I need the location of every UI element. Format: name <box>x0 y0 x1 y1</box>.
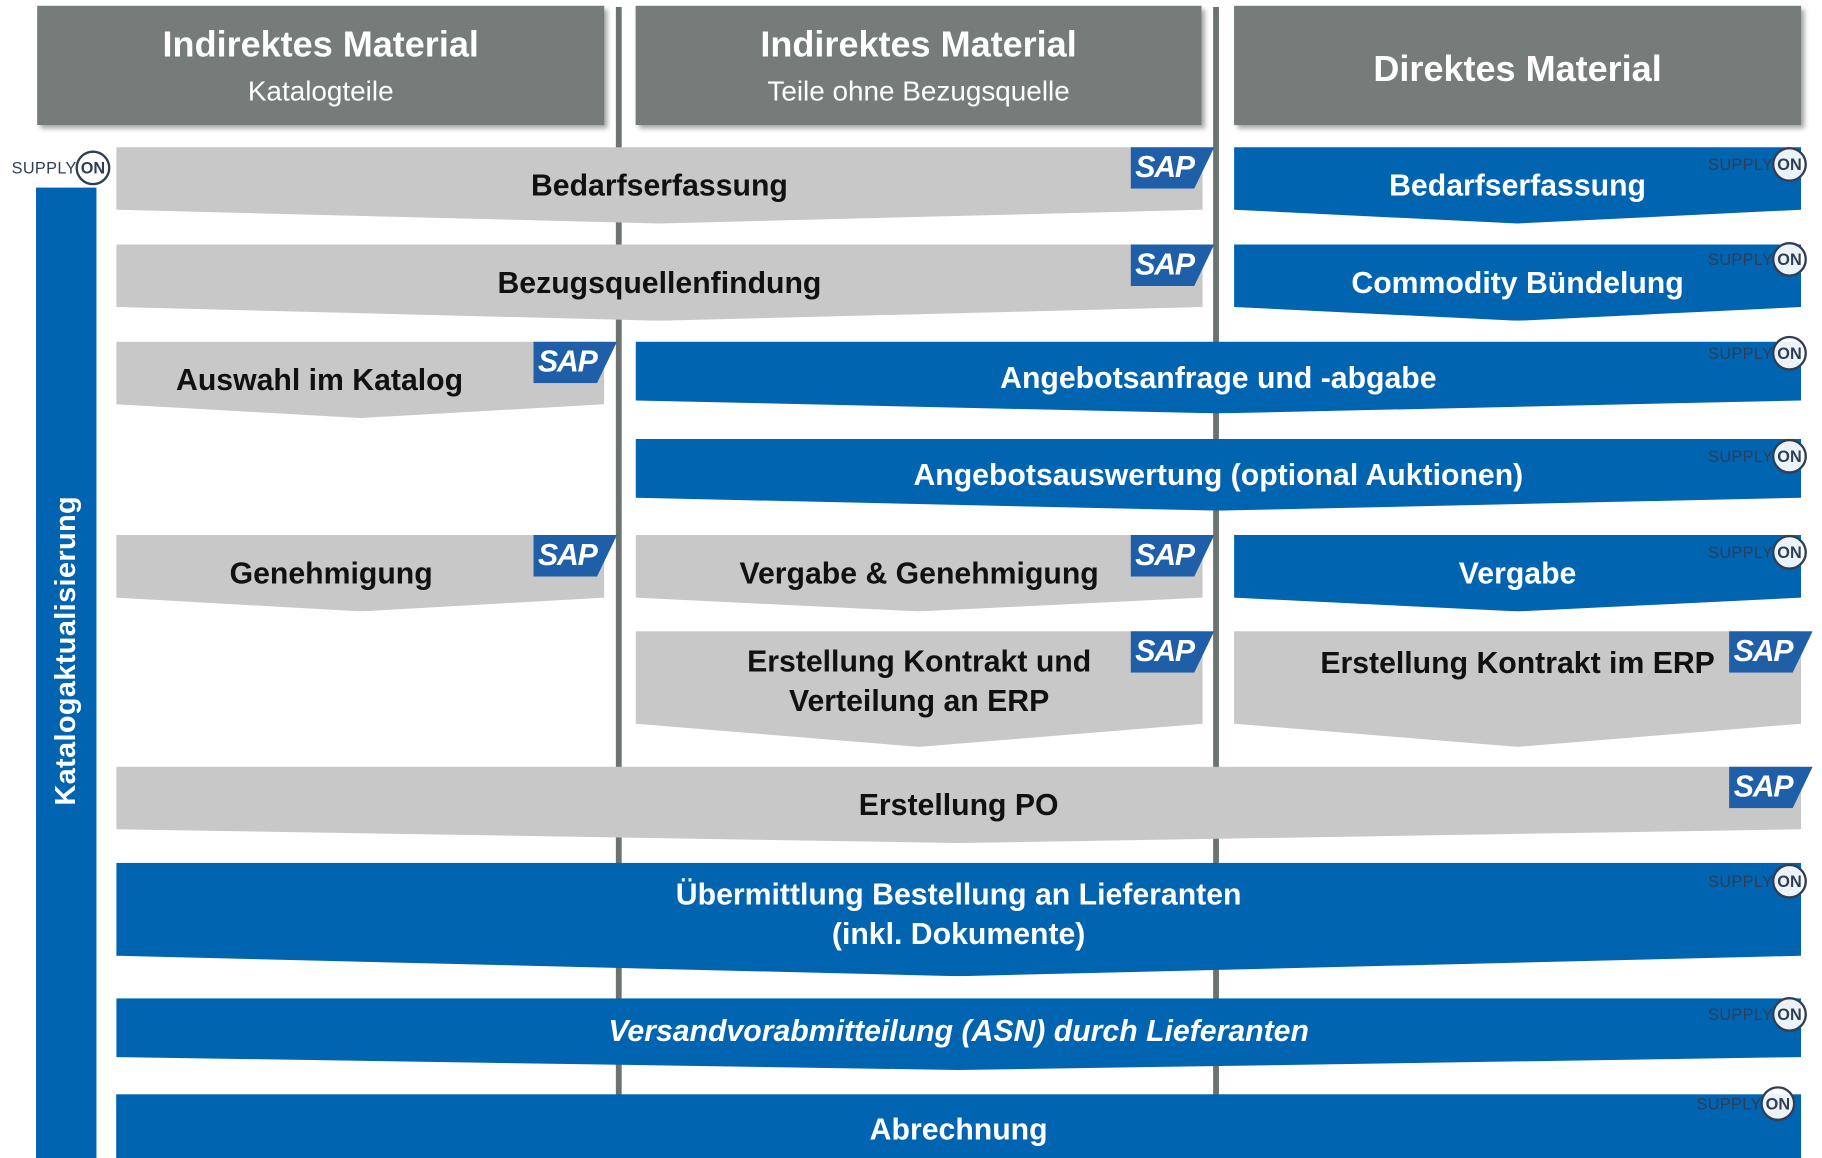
column-divider <box>615 6 622 1158</box>
sap-logo: SAP <box>1130 534 1215 577</box>
column-divider <box>1213 6 1219 1158</box>
column-header-title: Indirektes Material <box>760 24 1077 65</box>
step-label: Auswahl im Katalog <box>176 362 464 398</box>
step-angebotsanfrage: Angebotsanfrage und -abgabe <box>635 341 1802 414</box>
sap-logo: SAP <box>533 534 618 577</box>
step-bezugsquellenfindung: Bezugsquellenfindung <box>116 244 1203 321</box>
column-header-direct: Direktes Material <box>1234 5 1802 126</box>
step-label: Angebotsauswertung (optional Auktionen) <box>913 457 1524 493</box>
step-label: Vergabe <box>1458 555 1577 591</box>
step-label: Commodity Bündelung <box>1351 265 1684 300</box>
step-label: Bezugsquellenfindung <box>497 265 822 300</box>
step-label: Vergabe & Genehmigung <box>739 555 1099 591</box>
catalog-update-label: Katalogaktualisierung <box>49 495 82 806</box>
column-header-subtitle: Katalogteile <box>247 76 394 108</box>
step-angebotsauswertung: Angebotsauswertung (optional Auktionen) <box>635 438 1802 511</box>
step-label: Bedarfserfassung <box>530 167 788 203</box>
step-auswahl-im-katalog: Auswahl im Katalog <box>116 341 605 419</box>
step-versandvorabmitteilung: Versandvorabmitteilung (ASN) durch Liefe… <box>116 998 1802 1070</box>
step-label: Bedarfserfassung <box>1389 167 1647 203</box>
step-commodity-buendelung: Commodity Bündelung <box>1234 244 1802 321</box>
step-label-line: (inkl. Dokumente) <box>831 915 1086 951</box>
step-label: Genehmigung <box>229 555 433 591</box>
column-header-indirect-no-source: Indirektes Material Teile ohne Bezugsque… <box>635 5 1202 126</box>
step-genehmigung: Genehmigung <box>116 534 605 612</box>
step-erstellung-po: Erstellung PO <box>116 766 1802 844</box>
step-label: Angebotsanfrage und -abgabe <box>1000 360 1437 395</box>
step-abrechnung: Abrechnung <box>116 1094 1802 1158</box>
step-label-line: Verteilung an ERP <box>789 683 1050 718</box>
step-label: Erstellung Kontrakt im ERP <box>1320 645 1715 680</box>
column-header-subtitle: Teile ohne Bezugsquelle <box>767 76 1070 108</box>
column-header-title: Indirektes Material <box>162 24 479 65</box>
step-label: Erstellung PO <box>858 787 1059 823</box>
step-label: Abrechnung <box>869 1111 1048 1146</box>
step-bedarfserfassung-indirect: Bedarfserfassung <box>116 147 1203 224</box>
column-header-indirect-catalog: Indirektes Material Katalogteile <box>37 5 605 126</box>
step-bedarfserfassung-direct: Bedarfserfassung <box>1234 147 1802 224</box>
step-vergabe: Vergabe <box>1234 534 1802 612</box>
step-label-line: Erstellung Kontrakt und <box>747 643 1092 679</box>
step-label-line: Übermittlung Bestellung an Lieferanten <box>675 876 1242 912</box>
step-uebermittlung-bestellung: Übermittlung Bestellung an Lieferanten (… <box>116 862 1802 977</box>
step-label: Versandvorabmitteilung (ASN) durch Liefe… <box>608 1013 1309 1048</box>
catalog-update-band <box>36 187 97 1158</box>
step-kontrakt-im-erp: Erstellung Kontrakt im ERP <box>1234 631 1802 747</box>
sap-logo: SAP <box>533 341 618 384</box>
column-header-title: Direktes Material <box>1373 48 1662 90</box>
step-vergabe-genehmigung: Vergabe & Genehmigung <box>635 534 1203 612</box>
step-kontrakt-verteilung: Erstellung Kontrakt und Verteilung an ER… <box>635 631 1203 747</box>
